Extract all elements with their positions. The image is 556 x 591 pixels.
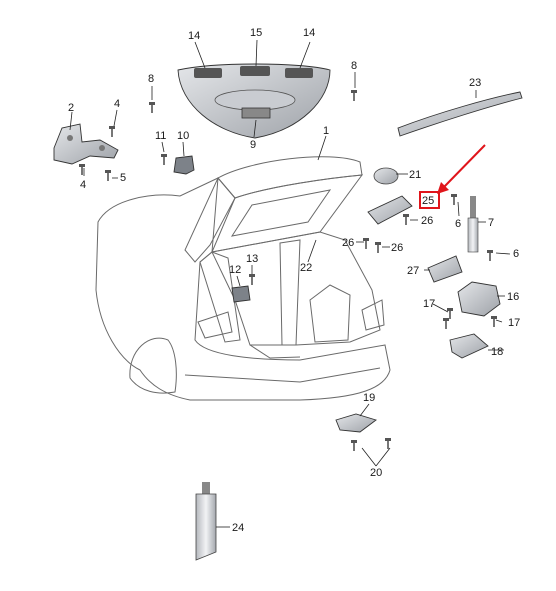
spoiler-strip: [397, 91, 523, 137]
callout-12: 12: [229, 264, 241, 276]
callout-26b: 26: [342, 237, 354, 249]
callout-4a: 4: [114, 98, 120, 110]
callout-6a: 6: [455, 218, 461, 230]
callout-23: 23: [469, 77, 481, 89]
callout-26a: 26: [421, 215, 433, 227]
callout-5: 5: [120, 172, 126, 184]
callout-18: 18: [491, 346, 503, 358]
callout-25: 25: [422, 195, 434, 207]
buffer-21: [373, 167, 399, 185]
trim-panel: [177, 63, 331, 139]
callout-8a: 8: [148, 73, 154, 85]
gas-strut: [467, 196, 479, 253]
striker-19: [335, 413, 377, 433]
callout-17b: 17: [508, 317, 520, 329]
callout-14a: 14: [188, 30, 200, 42]
hinge: [53, 123, 119, 165]
highlight-25: [419, 144, 486, 209]
callout-1: 1: [323, 125, 329, 137]
callout-10: 10: [177, 130, 189, 142]
sealant-tube: [195, 482, 217, 561]
callout-13: 13: [246, 253, 258, 265]
lock-16: [457, 281, 501, 317]
callout-19: 19: [363, 392, 375, 404]
callout-16: 16: [507, 291, 519, 303]
callout-26c: 26: [391, 242, 403, 254]
callout-8b: 8: [351, 60, 357, 72]
callout-9: 9: [250, 139, 256, 151]
callout-14b: 14: [303, 27, 315, 39]
callout-22: 22: [300, 262, 312, 274]
striker-18: [449, 333, 489, 359]
callout-17a: 17: [423, 298, 435, 310]
red-arrow-icon: [443, 144, 486, 188]
callout-11: 11: [155, 130, 166, 142]
callout-6b: 6: [513, 248, 519, 260]
callout-20: 20: [370, 467, 382, 479]
actuator-12: [231, 285, 251, 303]
callout-21: 21: [409, 169, 421, 181]
callout-7: 7: [488, 217, 494, 229]
callout-2: 2: [68, 102, 74, 114]
callout-24: 24: [232, 522, 244, 534]
bracket-10: [173, 155, 195, 175]
callout-labels: 1 2 4 4 5 6 6 7 8 8 9 10 11 12 13 14 14 …: [68, 27, 520, 534]
tailgate: [184, 156, 364, 263]
cover-25: [367, 195, 413, 225]
bracket-27: [427, 255, 463, 283]
callout-15: 15: [250, 27, 262, 39]
callout-4b: 4: [80, 179, 86, 191]
callout-27: 27: [407, 265, 419, 277]
leader-lines: [69, 39, 511, 528]
car-body: [95, 177, 391, 401]
